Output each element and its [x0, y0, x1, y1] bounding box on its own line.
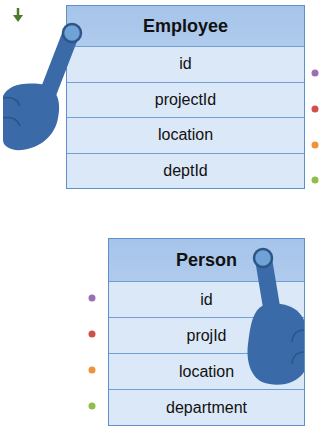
- field-name: id: [179, 55, 191, 73]
- entity-table: Employee id projectId location deptId: [66, 5, 305, 189]
- match-dot: [89, 295, 96, 302]
- table-title: Person: [176, 250, 237, 271]
- hand-left: [3, 24, 81, 150]
- table-row: id: [67, 46, 304, 82]
- match-dot: [312, 142, 319, 149]
- table-row: projectId: [67, 82, 304, 118]
- match-dot: [89, 331, 96, 338]
- hand-right: [248, 249, 304, 385]
- down-arrow-head: [13, 15, 23, 22]
- match-dot: [312, 106, 319, 113]
- field-name: projId: [186, 327, 226, 345]
- table-row: location: [67, 117, 304, 153]
- field-name: location: [179, 363, 234, 381]
- match-dot: [89, 367, 96, 374]
- table-row: department: [109, 389, 304, 425]
- table-header: Employee: [67, 6, 304, 46]
- field-name: id: [200, 291, 212, 309]
- table-title: Employee: [143, 16, 228, 37]
- match-dot: [89, 403, 96, 410]
- table-row: deptId: [67, 153, 304, 189]
- match-dot: [312, 177, 319, 184]
- down-arrow: [17, 8, 20, 16]
- field-name: projectId: [155, 91, 216, 109]
- table-header: Person: [109, 239, 304, 281]
- field-name: department: [166, 399, 247, 417]
- field-name: location: [158, 126, 213, 144]
- match-dot: [312, 70, 319, 77]
- field-name: deptId: [163, 162, 207, 180]
